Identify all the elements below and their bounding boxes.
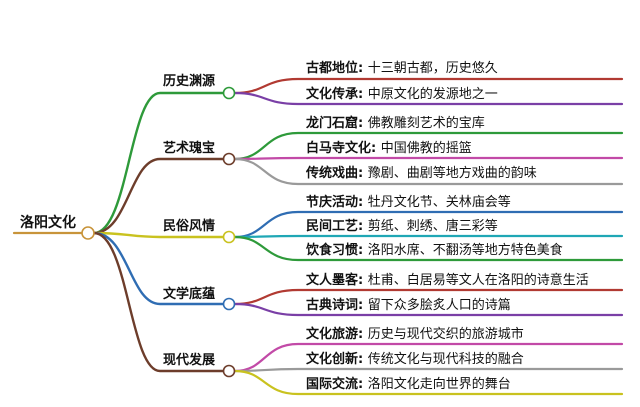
leaf-key: 文人墨客 [306, 273, 359, 288]
leaf-crafts: 民间工艺: 剪纸、刺绣、唐三彩等 [306, 219, 498, 234]
branch-connector [92, 91, 225, 235]
branch-node-circle [222, 297, 236, 311]
branch-node-circle [222, 364, 236, 378]
leaf-opera: 传统戏曲: 豫剧、曲剧等地方戏曲的韵味 [306, 166, 537, 181]
leaf-literati: 文人墨客: 杜甫、白居易等文人在洛阳的诗意生活 [306, 273, 589, 288]
branch-node-circle [222, 86, 236, 100]
leaf-value: 传统文化与现代科技的融合 [367, 352, 524, 367]
branch-label-modern: 现代发展 [163, 353, 216, 368]
leaf-key: 白马寺文化 [306, 141, 372, 156]
branch-label-art: 艺术瑰宝 [163, 141, 216, 156]
leaf-international: 国际交流: 洛阳文化走向世界的舞台 [306, 377, 511, 392]
leaf-value: 历史与现代交织的旅游城市 [367, 327, 524, 342]
leaf-connector [233, 302, 624, 317]
leaf-connector [233, 367, 624, 373]
leaf-longmen: 龙门石窟: 佛教雕刻艺术的宝库 [306, 116, 485, 131]
leaf-value: 杜甫、白居易等文人在洛阳的诗意生活 [367, 273, 589, 288]
leaf-key: 饮食习惯 [306, 243, 359, 258]
root-node-circle [81, 226, 95, 240]
root-node-label: 洛阳文化 [20, 215, 76, 231]
branch-connector [92, 231, 225, 373]
leaf-festivals: 节庆活动: 牡丹文化节、关林庙会等 [306, 195, 511, 210]
leaf-value: 中国佛教的摇篮 [380, 141, 472, 156]
leaf-value: 留下众多脍炙人口的诗篇 [367, 298, 511, 313]
leaf-connector [233, 91, 624, 106]
leaf-key: 文化传承 [306, 87, 359, 102]
branch-connector [92, 231, 225, 306]
leaf-value: 洛阳文化走向世界的舞台 [367, 377, 511, 392]
leaf-key: 国际交流 [306, 377, 359, 392]
leaf-ancient-capital: 古都地位: 十三朝古都，历史悠久 [306, 61, 498, 76]
leaf-connector [233, 156, 624, 161]
leaf-key: 文化旅游 [306, 327, 359, 342]
leaf-culture-heritage: 文化传承: 中原文化的发源地之一 [306, 87, 498, 102]
branch-node-circle [222, 152, 236, 166]
branch-connector [92, 157, 225, 235]
leaf-key: 民间工艺 [306, 219, 359, 234]
leaf-value: 中原文化的发源地之一 [367, 87, 498, 102]
leaf-key: 古都地位 [306, 61, 359, 76]
leaf-connector [233, 235, 624, 262]
leaf-food: 饮食习惯: 洛阳水席、不翻汤等地方特色美食 [306, 243, 563, 258]
leaf-value: 洛阳水席、不翻汤等地方特色美食 [367, 243, 563, 258]
leaf-baima: 白马寺文化: 中国佛教的摇篮 [306, 141, 472, 156]
leaf-key: 节庆活动 [306, 195, 359, 210]
leaf-value: 剪纸、刺绣、唐三彩等 [367, 219, 498, 234]
leaf-value: 豫剧、曲剧等地方戏曲的韵味 [367, 166, 537, 181]
branch-label-literature: 文学底蕴 [163, 287, 216, 302]
leaf-connector [233, 234, 624, 239]
leaf-poetry: 古典诗词: 留下众多脍炙人口的诗篇 [306, 298, 511, 313]
branch-label-folk: 民俗风情 [163, 219, 216, 234]
leaf-key: 文化创新 [306, 352, 359, 367]
branch-label-history: 历史渊源 [163, 74, 216, 89]
leaf-key: 龙门石窟 [306, 116, 359, 131]
leaf-connector [233, 369, 624, 396]
leaf-key: 传统戏曲 [306, 166, 359, 181]
leaf-connector [233, 157, 624, 186]
leaf-innovation: 文化创新: 传统文化与现代科技的融合 [306, 352, 524, 367]
branch-connector [92, 231, 225, 239]
leaf-key: 古典诗词 [306, 298, 359, 313]
leaf-value: 佛教雕刻艺术的宝库 [367, 116, 485, 131]
branch-node-circle [222, 230, 236, 244]
leaf-tourism: 文化旅游: 历史与现代交织的旅游城市 [306, 327, 524, 342]
leaf-value: 十三朝古都，历史悠久 [367, 61, 498, 76]
leaf-value: 牡丹文化节、关林庙会等 [367, 195, 511, 210]
